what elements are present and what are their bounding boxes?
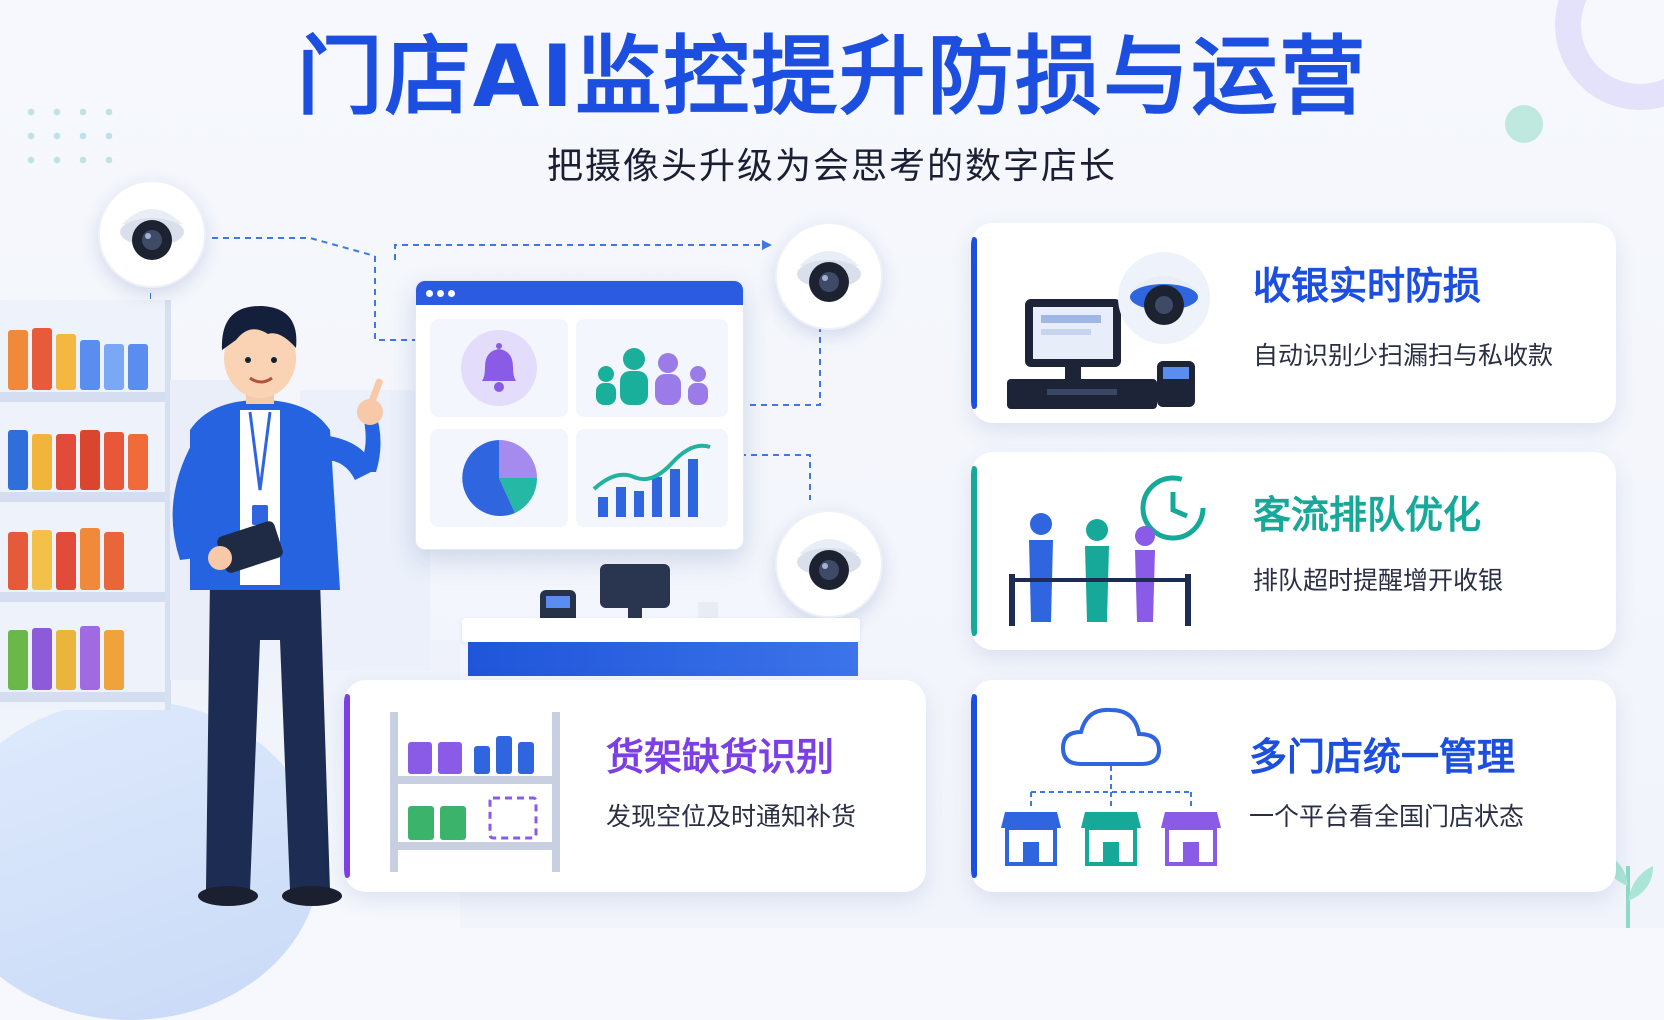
- alert-tile: [430, 319, 568, 417]
- camera-icon: [775, 222, 883, 330]
- decorative-dot: [1505, 105, 1543, 143]
- cash-register-icon: [1007, 252, 1210, 409]
- feature-card-queue[interactable]: 客流排队优化 排队超时提醒增开收银: [971, 452, 1616, 650]
- shelf-gap-icon: [390, 712, 560, 872]
- camera-icon: [775, 510, 883, 618]
- card-accent-bar: [971, 466, 977, 636]
- people-icon: [596, 348, 708, 405]
- card-title: 多门店统一管理: [1249, 735, 1516, 779]
- pie-tile: [430, 429, 568, 527]
- feature-card-checkout[interactable]: 收银实时防损 自动识别少扫漏扫与私收款: [971, 223, 1616, 423]
- feature-card-shelf[interactable]: 货架缺货识别 发现空位及时通知补货: [344, 680, 926, 892]
- store-shelf: [0, 300, 171, 710]
- pie-chart-icon: [462, 440, 538, 516]
- page-title: 门店AI监控提升防损与运营: [296, 27, 1368, 127]
- feature-card-multistore[interactable]: 多门店统一管理 一个平台看全国门店状态: [971, 680, 1616, 892]
- card-title: 货架缺货识别: [606, 735, 835, 779]
- card-desc: 发现空位及时通知补货: [606, 802, 857, 831]
- connection-lines: [150, 237, 821, 500]
- cloud-stores-icon: [1001, 707, 1221, 866]
- store-manager-figure: [172, 305, 383, 906]
- camera-icon: [98, 180, 206, 288]
- trend-tile: [576, 429, 728, 527]
- decorative-dot-grid: [18, 100, 128, 180]
- checkout-counter-front: [468, 642, 858, 676]
- card-desc: 自动识别少扫漏扫与私收款: [1253, 341, 1554, 370]
- page-subtitle: 把摄像头升级为会思考的数字店长: [546, 146, 1117, 187]
- dashboard-titlebar: [416, 281, 743, 305]
- people-tile: [576, 319, 728, 417]
- checkout-counter: [462, 618, 860, 642]
- card-accent-bar: [971, 694, 977, 878]
- bell-icon: [461, 330, 537, 406]
- bar-trend-icon: [592, 443, 711, 517]
- card-desc: 排队超时提醒增开收银: [1253, 566, 1504, 595]
- monitor-dashboard: [415, 280, 744, 550]
- card-title: 收银实时防损: [1253, 264, 1482, 308]
- card-accent-bar: [344, 694, 350, 878]
- card-accent-bar: [971, 237, 977, 409]
- queue-clock-icon: [1009, 475, 1206, 626]
- card-desc: 一个平台看全国门店状态: [1249, 802, 1525, 831]
- card-title: 客流排队优化: [1253, 493, 1482, 537]
